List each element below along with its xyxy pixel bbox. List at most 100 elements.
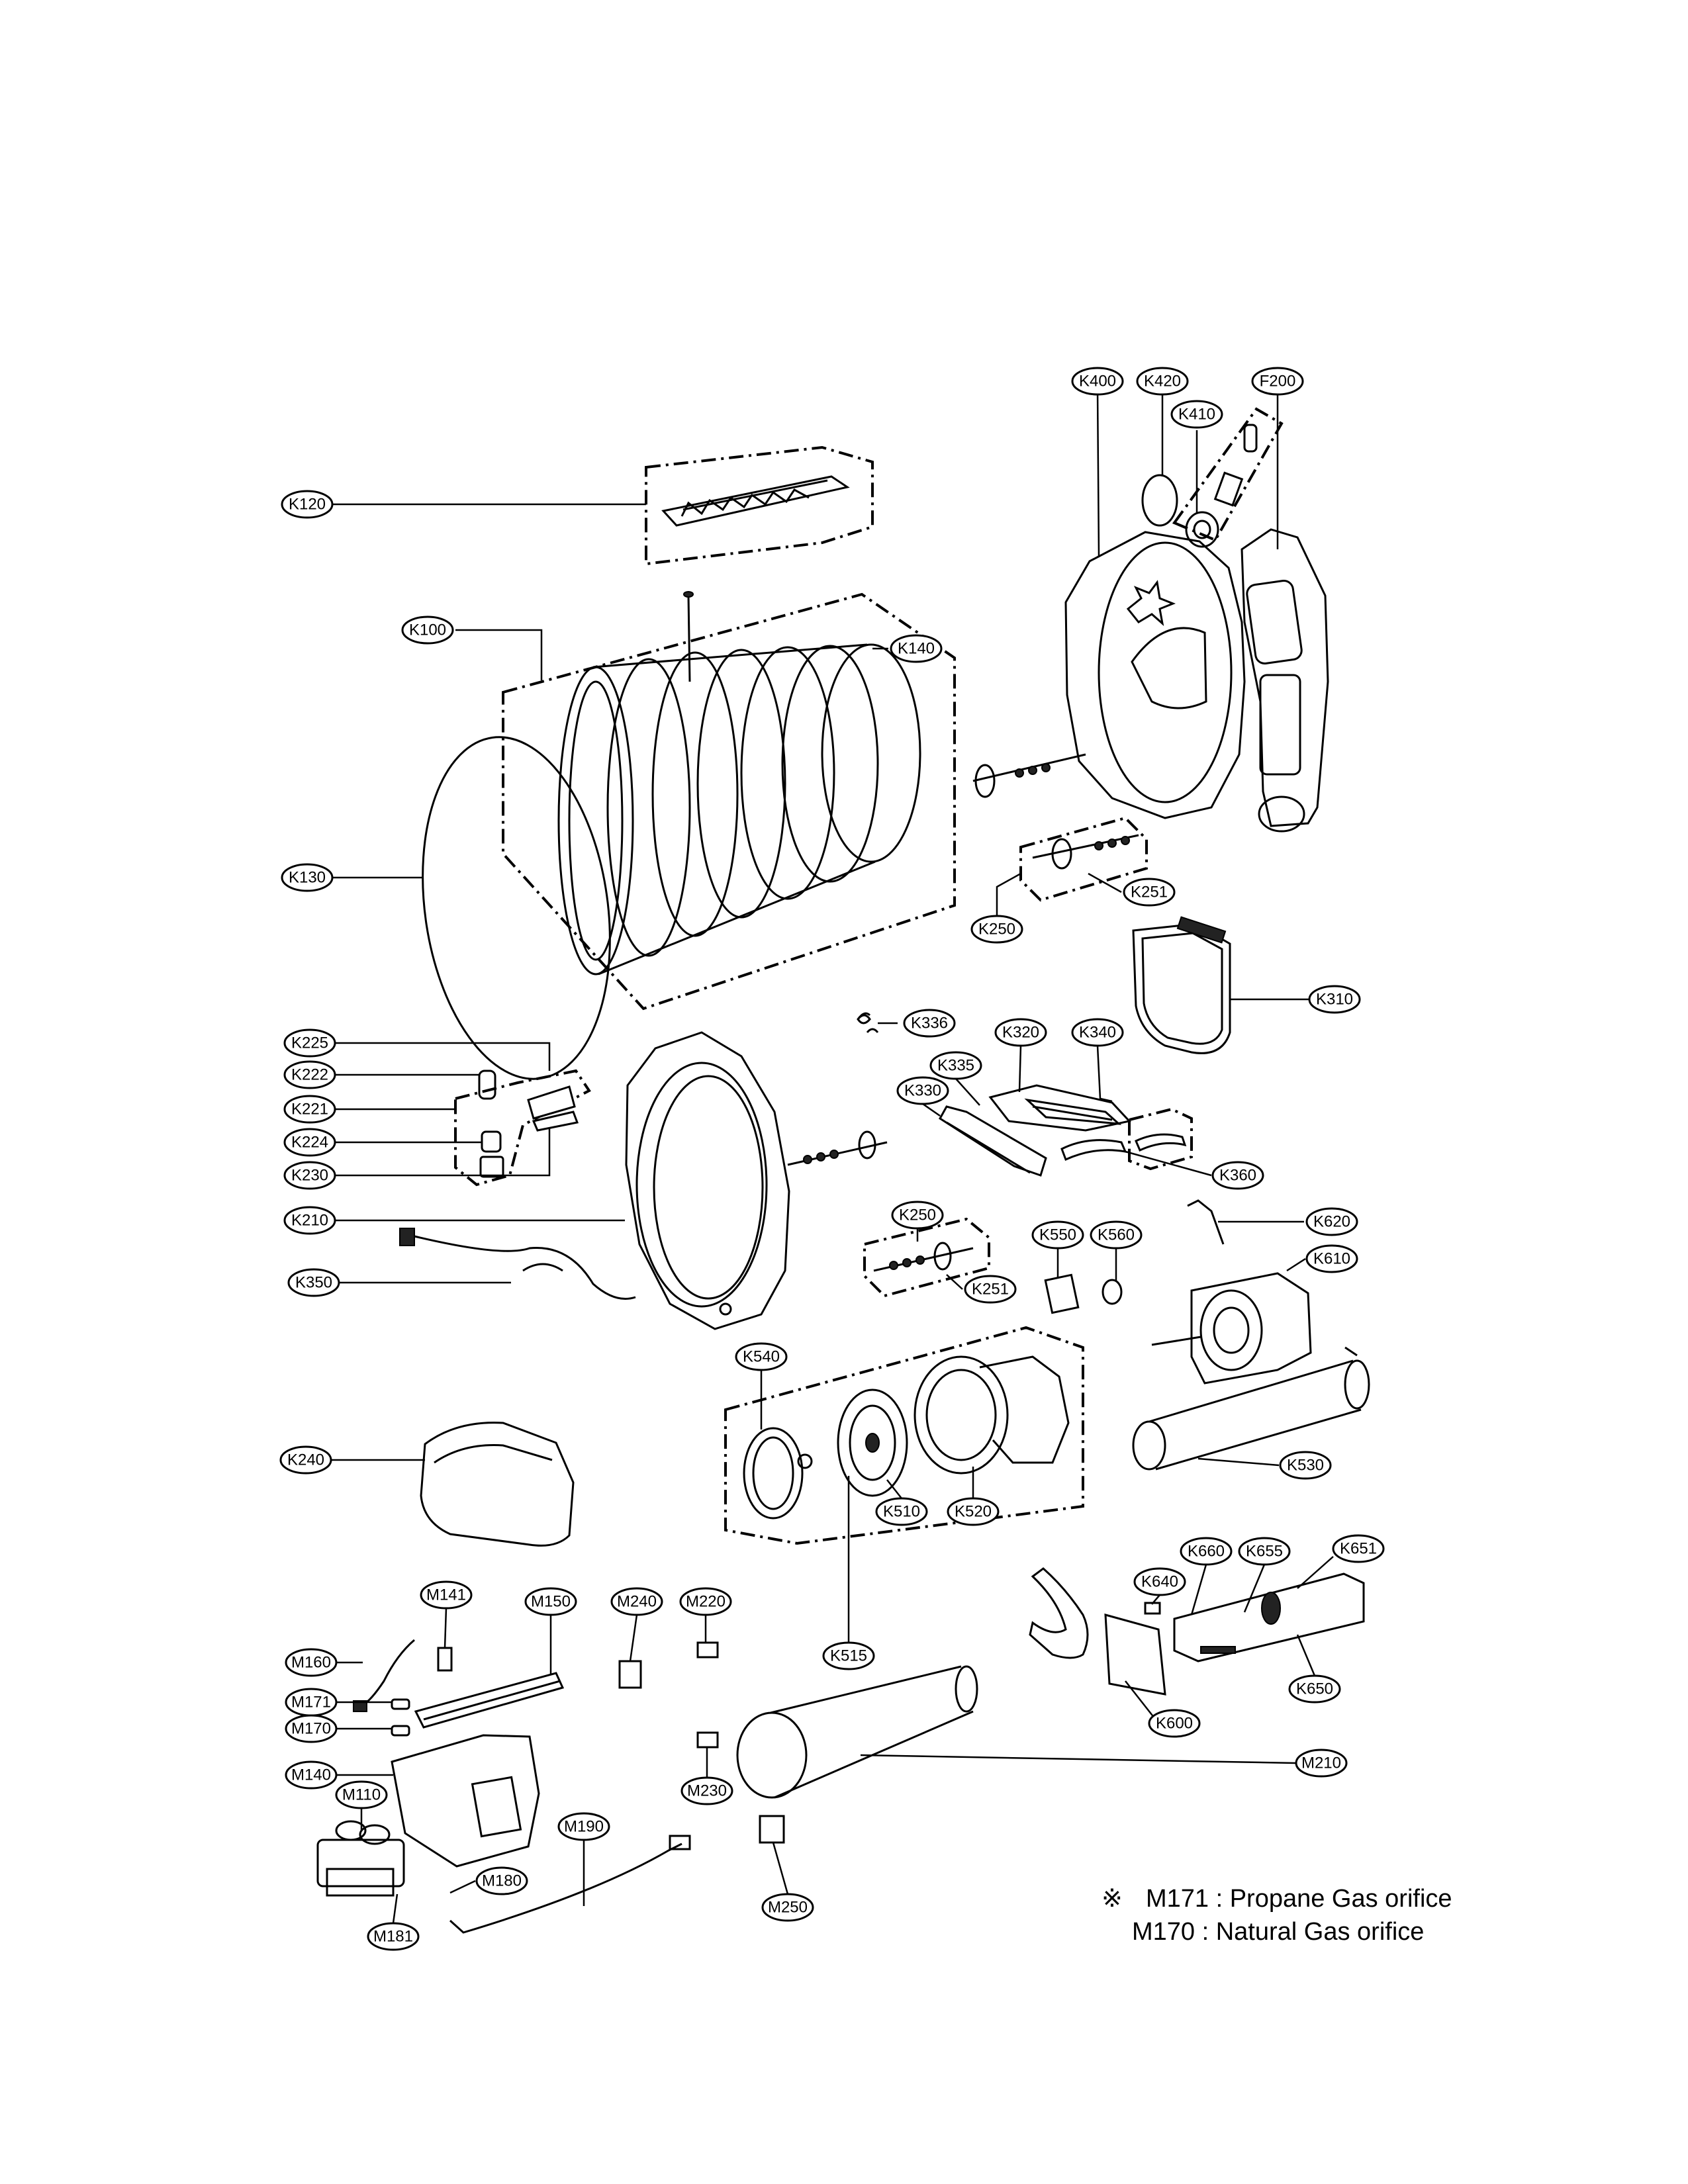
m240-bracket <box>618 1660 642 1689</box>
callout-k540: K540 <box>735 1342 788 1371</box>
callout-text: K600 <box>1156 1715 1193 1733</box>
callout-text: K251 <box>972 1281 1009 1298</box>
callout-text: K420 <box>1144 373 1181 390</box>
callout-text: K360 <box>1219 1167 1256 1185</box>
callout-k515: K515 <box>822 1641 875 1670</box>
callout-bubble <box>281 863 334 892</box>
blower-wheel <box>837 1388 908 1497</box>
front-duct <box>420 1422 575 1547</box>
callout-text: K330 <box>904 1082 941 1100</box>
callout-text: K400 <box>1079 373 1116 390</box>
m250-bracket <box>759 1815 785 1844</box>
callout-bubble <box>875 1497 928 1526</box>
callout-m160: M160 <box>285 1648 338 1677</box>
callout-k420: K420 <box>1136 367 1189 396</box>
callout-text: K230 <box>291 1167 328 1185</box>
callout-text: M180 <box>482 1872 522 1890</box>
callout-bubble <box>557 1812 610 1841</box>
callout-bubble <box>401 615 454 645</box>
callout-text: K651 <box>1340 1540 1377 1558</box>
callout-bubble <box>947 1497 1000 1526</box>
callout-k225: K225 <box>283 1028 336 1058</box>
callout-k251b: K251 <box>964 1275 1017 1304</box>
callout-k222: K222 <box>283 1060 336 1089</box>
callout-bubble <box>891 1201 944 1230</box>
drum-group-outline <box>502 592 956 1011</box>
callout-text: K335 <box>937 1057 974 1075</box>
motor-clip <box>1187 1199 1225 1245</box>
callout-bubble <box>1071 1018 1124 1047</box>
callout-bubble <box>896 1076 949 1105</box>
callout-text: F200 <box>1260 373 1296 390</box>
callout-k650: K650 <box>1288 1674 1341 1704</box>
k251-top-group-outline <box>1019 816 1148 902</box>
callout-bubble <box>1295 1749 1348 1778</box>
callout-bubble <box>1251 367 1304 396</box>
parts <box>316 424 1370 1934</box>
callout-text: K650 <box>1296 1680 1333 1698</box>
callout-text: M171 <box>291 1694 331 1711</box>
motor-bracket <box>1029 1567 1166 1696</box>
callout-bubble <box>1305 1207 1358 1236</box>
callout-text: K410 <box>1178 406 1215 424</box>
callout-bubble <box>1123 878 1176 907</box>
callout-text: K620 <box>1313 1213 1350 1231</box>
blower-housing <box>914 1355 1070 1475</box>
callout-k336: K336 <box>903 1009 956 1038</box>
igniter-wire <box>362 1639 415 1706</box>
callout-text: M181 <box>373 1928 413 1946</box>
callout-text: K222 <box>291 1066 328 1084</box>
callout-bubble <box>735 1342 788 1371</box>
callout-k610: K610 <box>1305 1244 1358 1273</box>
callout-bubble <box>1308 985 1361 1014</box>
callout-bubble <box>1305 1244 1358 1273</box>
m141-bracket <box>437 1647 453 1672</box>
callout-text: M240 <box>617 1593 657 1611</box>
callout-bubble <box>964 1275 1017 1304</box>
callout-text: K251 <box>1131 884 1168 901</box>
drum-screw <box>683 591 694 682</box>
callout-m141: M141 <box>420 1580 473 1610</box>
callout-text: K310 <box>1316 991 1353 1009</box>
callout-m150: M150 <box>524 1587 577 1616</box>
callout-k350: K350 <box>287 1268 340 1297</box>
callout-bubble <box>420 1580 473 1610</box>
callout-bubble <box>287 1268 340 1297</box>
callout-k410: K410 <box>1170 400 1223 429</box>
callout-bubble <box>285 1648 338 1677</box>
k420-clamp <box>1141 474 1178 527</box>
callout-m250: M250 <box>761 1893 814 1922</box>
callout-text: K336 <box>911 1015 948 1032</box>
callout-bubble <box>903 1009 956 1038</box>
callout-text: K660 <box>1188 1543 1225 1561</box>
callout-k221: K221 <box>283 1095 336 1124</box>
callout-text: K224 <box>291 1134 328 1152</box>
callout-text: M170 <box>291 1720 331 1738</box>
k336-spring <box>857 1012 879 1033</box>
lower-roller <box>873 1242 974 1272</box>
callout-k100: K100 <box>401 615 454 645</box>
callout-bubble <box>283 1161 336 1190</box>
callout-k251: K251 <box>1123 878 1176 907</box>
callout-bubble <box>283 1060 336 1089</box>
k120-group-outline <box>645 445 874 566</box>
callout-bubble <box>610 1587 663 1616</box>
callout-k600: K600 <box>1148 1709 1201 1738</box>
callout-bubble <box>1238 1537 1291 1566</box>
tube-fitting <box>669 1835 691 1850</box>
callout-m180: M180 <box>475 1866 528 1895</box>
callout-text: K240 <box>287 1451 324 1469</box>
callout-bubble <box>1090 1220 1143 1250</box>
drum-seal-ring <box>422 736 611 1080</box>
exhaust-pipe <box>1132 1346 1370 1471</box>
callout-text: K350 <box>295 1274 332 1292</box>
callout-k240: K240 <box>279 1445 332 1475</box>
callout-bubble <box>524 1587 577 1616</box>
callout-k530: K530 <box>1279 1451 1332 1480</box>
callout-m170: M170 <box>285 1714 338 1743</box>
callout-bubble <box>285 1760 338 1790</box>
wire-harness <box>399 1228 636 1300</box>
callout-bubble <box>822 1641 875 1670</box>
callout-k640: K640 <box>1133 1567 1186 1596</box>
blower-nut <box>797 1453 813 1469</box>
